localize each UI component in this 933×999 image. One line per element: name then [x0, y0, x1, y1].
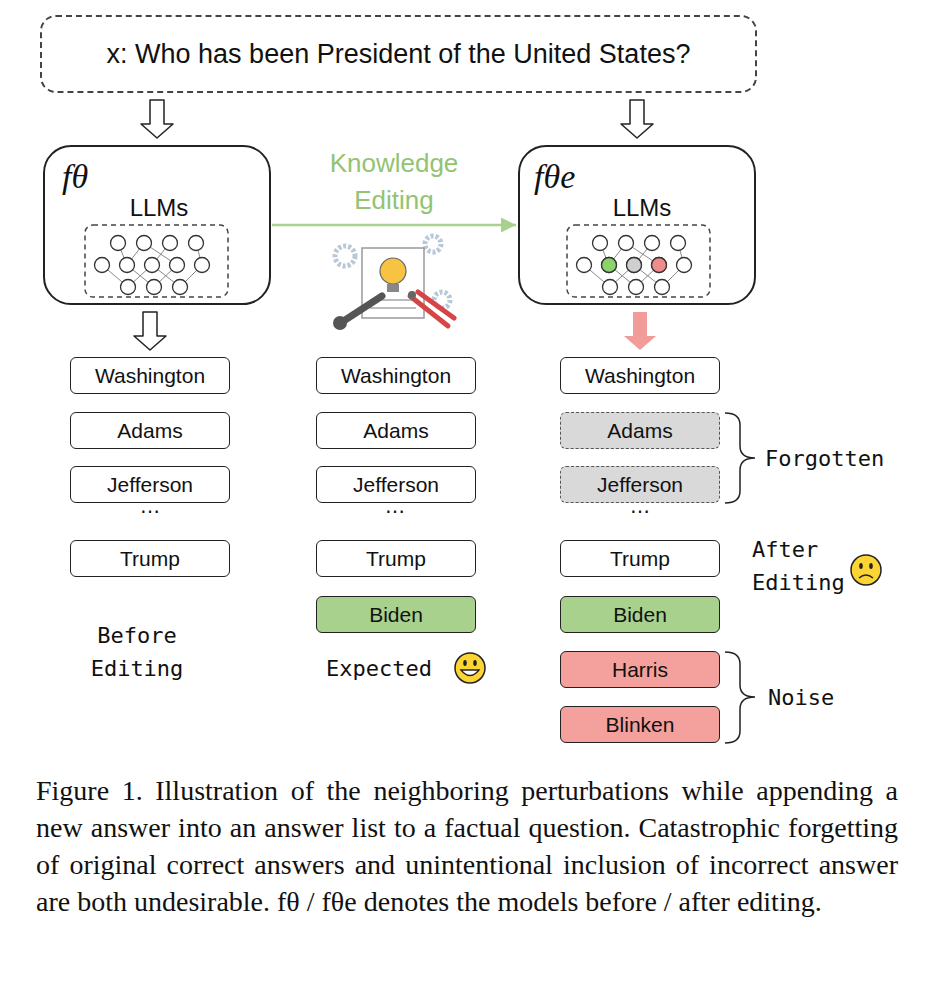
box-text: Adams: [117, 419, 182, 443]
box-text: x: Who has been President of the United …: [107, 39, 691, 70]
box-text: Washington: [95, 364, 205, 388]
box-text: Harris: [612, 658, 668, 682]
answer-box: Trump: [70, 540, 230, 577]
model-label: LLMs: [613, 194, 672, 222]
answer-box: Biden: [560, 596, 720, 633]
query-box: x: Who has been President of the United …: [40, 15, 757, 93]
box-text: Biden: [613, 603, 667, 627]
answer-box: Washington: [560, 357, 720, 394]
answer-box: Adams: [70, 412, 230, 449]
model-label: LLMs: [130, 194, 189, 222]
answer-box: Washington: [316, 357, 476, 394]
annotation: Before Editing: [77, 619, 197, 685]
box-text: Trump: [120, 547, 180, 571]
answer-box: Adams: [560, 412, 720, 449]
edit-arrow: [272, 224, 516, 227]
flow-arrow: [141, 100, 173, 138]
box-text: Trump: [366, 547, 426, 571]
brace: [725, 413, 755, 743]
neural-net: [567, 225, 710, 297]
answer-box: Trump: [560, 540, 720, 577]
ellipsis: …: [365, 494, 425, 518]
flow-arrow: [134, 312, 166, 350]
box-text: Trump: [610, 547, 670, 571]
ellipsis: …: [120, 494, 180, 518]
answer-box: Adams: [316, 412, 476, 449]
neural-net: [85, 225, 228, 297]
edge-label: Knowledge Editing: [319, 145, 469, 219]
ellipsis: …: [610, 494, 670, 518]
sad-emoji: [851, 555, 881, 585]
figure-caption: Figure 1. Illustration of the neighborin…: [36, 772, 898, 920]
box-text: Washington: [585, 364, 695, 388]
answer-box: Biden: [316, 596, 476, 633]
annotation: Forgotten: [765, 442, 915, 475]
answer-box: Trump: [316, 540, 476, 577]
box-text: Jefferson: [353, 473, 439, 497]
box-text: Jefferson: [597, 473, 683, 497]
box-text: Biden: [369, 603, 423, 627]
box-text: Blinken: [606, 713, 675, 737]
editing-icon: [333, 236, 454, 330]
box-text: Adams: [607, 419, 672, 443]
annotation: After Editing: [752, 533, 852, 599]
model-symbol: fθe: [534, 158, 575, 196]
answer-box: Washington: [70, 357, 230, 394]
model-symbol: fθ: [62, 158, 88, 196]
annotation: Expected: [326, 652, 456, 685]
box-text: Washington: [341, 364, 451, 388]
model-box: fθLLMs: [43, 145, 271, 305]
box-text: Adams: [363, 419, 428, 443]
model-box: fθeLLMs: [518, 145, 756, 305]
flow-arrow: [621, 100, 653, 138]
edited-neurons: [602, 258, 667, 273]
answer-box: Blinken: [560, 706, 720, 743]
box-text: Jefferson: [107, 473, 193, 497]
happy-emoji: [455, 653, 485, 683]
annotation: Noise: [768, 681, 888, 714]
flow-arrow: [624, 312, 656, 350]
answer-box: Harris: [560, 651, 720, 688]
